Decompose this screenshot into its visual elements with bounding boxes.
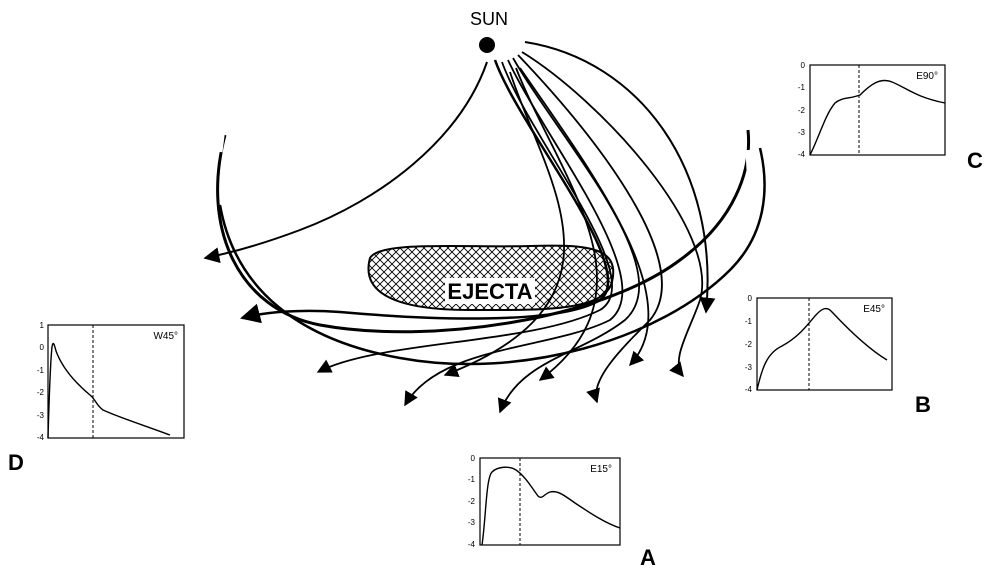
field-line-5 bbox=[497, 57, 640, 414]
panel-d-ytick-1: 0 bbox=[40, 343, 45, 352]
panel-c-frame bbox=[809, 64, 946, 156]
panel-d-ytick-0: 1 bbox=[40, 321, 45, 330]
sun-disk bbox=[479, 37, 495, 53]
field-line-10 bbox=[443, 71, 565, 378]
panel-c-letter: C bbox=[967, 148, 983, 173]
inner-arc-dash-right bbox=[745, 149, 752, 171]
panel-c-ytick-4: -4 bbox=[798, 150, 806, 159]
field-line-4 bbox=[404, 59, 624, 407]
panel-d-curve bbox=[47, 342, 171, 439]
field-line-1 bbox=[203, 61, 488, 264]
panel-a-curve bbox=[481, 466, 621, 546]
panel-a-letter: A bbox=[640, 545, 656, 569]
panel-c-ytick-2: -2 bbox=[798, 106, 806, 115]
panel-a-ytick-1: -1 bbox=[468, 475, 476, 484]
panel-c-ytick-1: -1 bbox=[798, 83, 806, 92]
field-line-6 bbox=[517, 54, 663, 404]
panel-b-ytick-3: -3 bbox=[745, 363, 753, 372]
panel-b: 0 -1 -2 -3 -4 E45° B bbox=[745, 294, 931, 417]
ejecta-label-bg bbox=[445, 278, 535, 304]
inner-arc-dash-left bbox=[217, 127, 226, 153]
panel-a-ytick-4: -4 bbox=[468, 540, 476, 549]
panel-a-name: E15° bbox=[590, 464, 612, 475]
panel-b-ytick-0: 0 bbox=[748, 294, 753, 303]
panel-b-curve bbox=[756, 307, 888, 391]
sun-label: SUN bbox=[470, 9, 508, 29]
panel-b-letter: B bbox=[915, 392, 931, 417]
panel-a: 0 -1 -2 -3 -4 E15° A bbox=[468, 454, 656, 569]
panel-b-frame bbox=[756, 297, 893, 391]
panel-d-name: W45° bbox=[153, 331, 178, 342]
field-line-11 bbox=[519, 67, 650, 367]
panel-b-name: E45° bbox=[863, 304, 885, 315]
panel-d: 1 0 -1 -2 -3 -4 W45° D bbox=[8, 321, 185, 475]
panel-c-curve bbox=[809, 79, 946, 156]
inner-sheath-arc bbox=[216, 129, 751, 334]
panel-d-ytick-3: -2 bbox=[37, 388, 45, 397]
panel-d-ytick-4: -3 bbox=[37, 411, 45, 420]
panel-c-name: E90° bbox=[916, 71, 938, 82]
field-line-3 bbox=[316, 61, 613, 373]
field-line-9 bbox=[515, 67, 598, 381]
panel-d-ytick-5: -4 bbox=[37, 433, 45, 442]
panel-a-ytick-3: -3 bbox=[468, 518, 476, 527]
panel-a-frame bbox=[479, 457, 621, 546]
field-line-2 bbox=[240, 59, 610, 324]
panel-c: 0 -1 -2 -3 -4 E90° C bbox=[798, 61, 983, 173]
panel-b-ytick-4: -4 bbox=[745, 385, 753, 394]
ejecta-label: EJECTA bbox=[447, 279, 532, 304]
panel-c-ytick-3: -3 bbox=[798, 128, 806, 137]
field-line-8 bbox=[524, 41, 716, 314]
panel-d-letter: D bbox=[8, 450, 24, 475]
panel-d-ytick-2: -1 bbox=[37, 366, 45, 375]
panel-a-ytick-0: 0 bbox=[471, 454, 476, 463]
panel-c-ytick-0: 0 bbox=[801, 61, 806, 70]
panel-d-frame bbox=[47, 324, 185, 439]
outer-shock-arc bbox=[218, 147, 766, 366]
panel-b-ytick-2: -2 bbox=[745, 340, 753, 349]
panel-a-ytick-2: -2 bbox=[468, 497, 476, 506]
panel-b-ytick-1: -1 bbox=[745, 317, 753, 326]
field-line-7 bbox=[521, 51, 703, 378]
